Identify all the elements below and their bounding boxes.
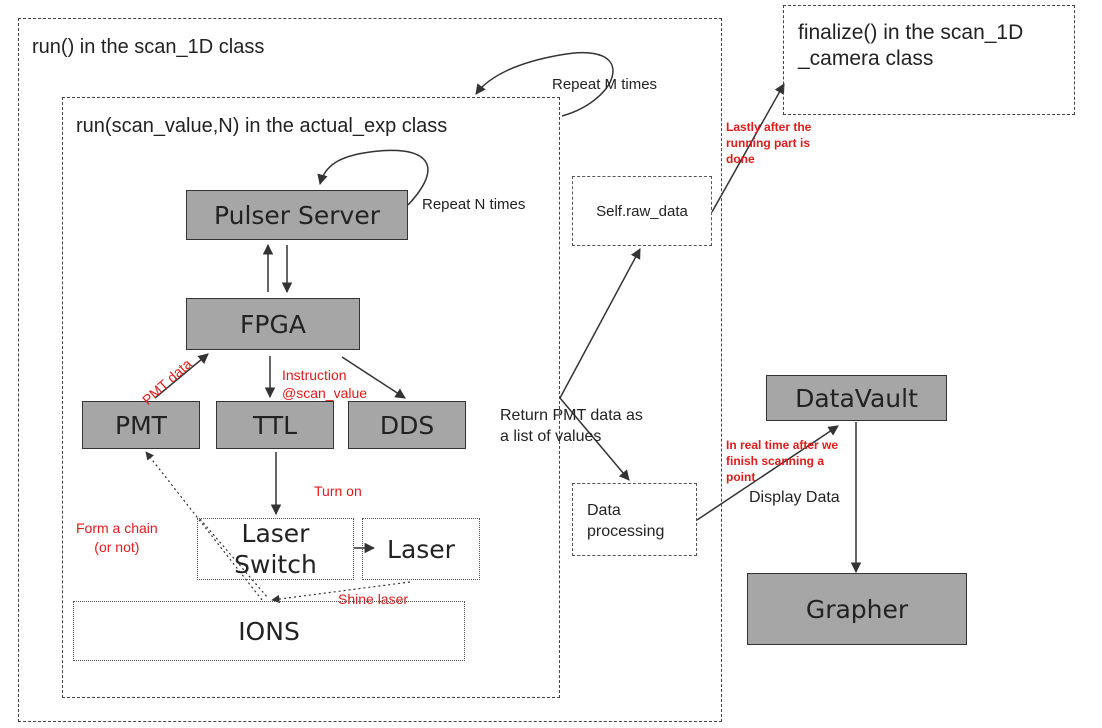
return-to-processing-arrow: [559, 397, 630, 481]
laser-to-ions-dotted-arrow: [271, 581, 411, 604]
form-chain-label: Form a chain (or not): [76, 520, 158, 555]
actual-run-title: run(scan_value,N) in the actual_exp clas…: [76, 115, 448, 137]
scan-run-container: [18, 18, 722, 722]
pmt-box: PMT: [82, 401, 200, 449]
processing-to-datavault-arrow: [696, 425, 839, 521]
laser-switch-box: Laser Switch: [197, 518, 354, 580]
repeat-m-loop-arrow: [475, 51, 614, 117]
pulser-server-box: Pulser Server: [186, 190, 408, 240]
repeat-n-label: Repeat N times: [422, 196, 526, 213]
scan-run-title: run() in the scan_1D class: [32, 36, 265, 58]
grapher-box: Grapher: [747, 573, 967, 645]
lastly-label: Lastly after the running part is done: [726, 120, 812, 166]
fpga-box: FPGA: [186, 298, 360, 350]
finalize-container: [783, 5, 1075, 115]
instruction-label: Instruction @scan_value: [282, 367, 368, 401]
shine-laser-label: Shine laser: [338, 591, 409, 607]
datavault-box: DataVault: [766, 375, 947, 421]
dds-box: DDS: [348, 401, 466, 449]
repeat-m-label: Repeat M times: [552, 76, 658, 93]
turn-on-label: Turn on: [314, 483, 362, 499]
return-to-rawdata-arrow: [559, 248, 641, 399]
switch-to-ions-dotted-line: [199, 518, 269, 599]
return-pmt-label: Return PMT data as a list of values: [500, 407, 643, 445]
repeat-n-loop-arrow: [317, 149, 429, 206]
data-processing-box: Data processing: [572, 483, 697, 556]
data-processing-label: Data processing: [587, 502, 665, 540]
actual-run-container: [62, 97, 560, 698]
fpga-to-dds-arrow: [341, 356, 406, 399]
ttl-box: TTL: [216, 401, 334, 449]
pmt-to-fpga-arrow: [154, 353, 209, 399]
display-data-label: Display Data: [749, 489, 840, 506]
rawdata-to-finalize-arrow: [711, 83, 785, 213]
finalize-title: finalize() in the scan_1D _camera class: [798, 21, 1024, 70]
laser-box: Laser: [362, 518, 480, 580]
ions-box: IONS: [73, 601, 465, 661]
realtime-label: In real time after we finish scanning a …: [726, 438, 839, 484]
ions-to-pmt-dotted-arrow: [145, 451, 263, 601]
raw-data-box: Self.raw_data: [572, 176, 712, 246]
